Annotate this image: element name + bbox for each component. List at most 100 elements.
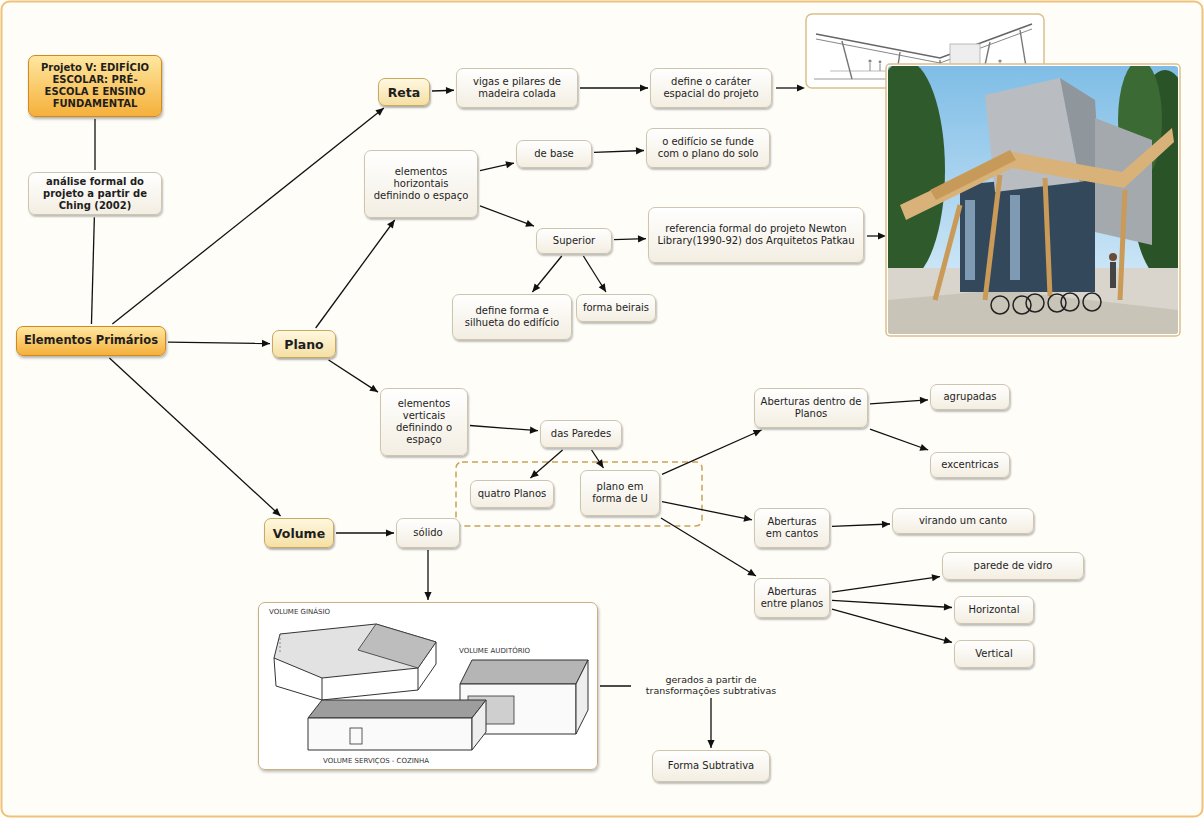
node-text: Horizontal (968, 604, 1019, 616)
node-text: Plano (284, 337, 323, 352)
building-photo-part-part (935, 205, 960, 300)
project-title-box: Projeto V: EDIFÍCIO ESCOLAR: PRÉ-ESCOLA … (28, 55, 162, 117)
category-box: Volume (264, 518, 334, 548)
arrow-head (446, 87, 454, 94)
arrow-head (944, 603, 952, 610)
arrow-head (596, 459, 603, 468)
node-text: plano em forma de U (586, 481, 654, 505)
node-text: Elementos Primários (24, 334, 158, 348)
section-drawing-part (868, 59, 871, 62)
volume-illustration-part (576, 660, 588, 734)
building-photo-part-part (1026, 294, 1044, 312)
root-box: Elementos Primários (16, 326, 166, 356)
concept-box: vigas e pilares de madeira colada (456, 68, 578, 108)
building-photo-part-part (1110, 262, 1116, 288)
node-text: de base (534, 148, 574, 160)
section-drawing-part (842, 41, 852, 79)
concept-box: referencia formal do projeto Newton Libr… (648, 207, 864, 263)
connector (832, 574, 940, 592)
node-text: elementos horizontais definindo o espaço (370, 166, 472, 201)
connector (592, 450, 604, 468)
connector (470, 426, 538, 434)
section-drawing-part (879, 61, 882, 64)
connector (480, 206, 534, 227)
connector (168, 340, 270, 347)
section-drawing-part (816, 29, 1032, 63)
arrow-head (369, 385, 378, 392)
node-text: Forma Subtrativa (668, 760, 754, 772)
arrow-head (530, 470, 538, 478)
arrow-head (530, 427, 538, 434)
node-text: Superior (553, 235, 595, 247)
connector-line (832, 600, 952, 607)
arrow-head (525, 220, 534, 227)
volume-illustration-part (280, 634, 281, 654)
node-text: Volume (273, 526, 325, 541)
edge-label: gerados a partir de transformações subtr… (631, 674, 791, 698)
connector-line (480, 206, 534, 226)
arrow-head (532, 284, 540, 292)
building-photo-part-part (985, 175, 1000, 300)
connector-line (112, 108, 384, 324)
connector (432, 87, 454, 94)
leader-arrow-part (797, 85, 805, 92)
node-text: vigas e pilares de madeira colada (462, 76, 572, 100)
arrow-head (919, 444, 928, 451)
arrow-head (636, 147, 644, 154)
volume-illustration-part (258, 602, 598, 770)
concept-box: Aberturas em cantos (754, 508, 830, 548)
connector (329, 360, 378, 392)
building-photo-part-part (965, 200, 975, 280)
leader-arrow-part (776, 87, 798, 88)
volume-illustration-part (460, 660, 588, 684)
connector (91, 217, 94, 324)
connector-line (316, 220, 395, 328)
connector (109, 358, 280, 516)
arrow-head (638, 235, 646, 242)
volume-illustration-part (322, 678, 323, 700)
concept-box: sólido (396, 518, 460, 548)
connector-line (661, 518, 756, 576)
building-photo-part-part (1045, 178, 1050, 296)
volume-label: VOLUME AUDITÓRIO (459, 647, 530, 655)
building-photo-part-part (1061, 293, 1079, 311)
building-photo-part-part (1013, 296, 1031, 314)
building-photo-part-part (1083, 293, 1101, 311)
concept-box: define o caráter espacial do projeto (650, 68, 772, 108)
arrow-head (272, 508, 280, 516)
concept-box: Superior (536, 228, 612, 254)
concept-box: Horizontal (954, 596, 1034, 624)
connector-line (832, 524, 890, 526)
arrow-head (882, 521, 890, 528)
node-text: agrupadas (943, 391, 996, 403)
connector (870, 429, 928, 451)
volume-illustration-part (358, 624, 436, 668)
connector-line (530, 450, 562, 478)
node-text: define forma e silhueta do edifício (458, 305, 566, 329)
volume-label: VOLUME GINÁSIO (269, 608, 330, 616)
building-photo-part-part (1120, 190, 1125, 300)
connector (832, 521, 890, 528)
connector-line (532, 256, 561, 292)
node-text: Vertical (975, 648, 1012, 660)
concept-box: elementos horizontais definindo o espaço (364, 150, 478, 218)
volume-illustration-part (308, 700, 486, 718)
node-text: quatro Planos (478, 488, 547, 500)
node-text: o edifício se funde com o plano do solo (652, 136, 764, 160)
connector (580, 84, 648, 91)
node-text: parede de vidro (974, 560, 1053, 572)
connector-line (109, 358, 280, 516)
building-photo (865, 60, 1200, 336)
connector (532, 256, 561, 292)
concept-box: elementos verticais definindo o espaço (380, 388, 468, 456)
arrow-head (505, 161, 514, 168)
building-photo-part-part (991, 296, 1009, 314)
connector (870, 397, 928, 404)
node-text: Aberturas entre planos (760, 586, 824, 610)
building-photo-part-part (1010, 195, 1020, 280)
connector-line (583, 256, 606, 292)
